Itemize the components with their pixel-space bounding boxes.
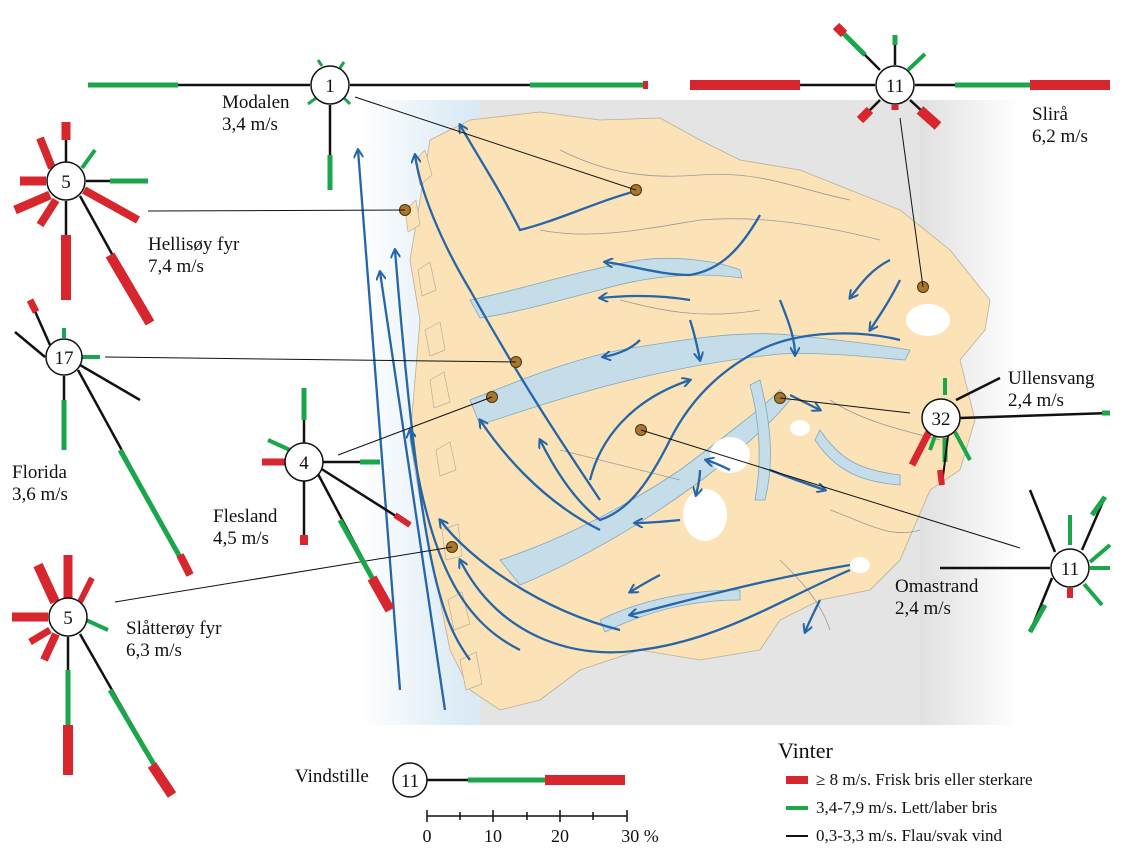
station-name: Modalen xyxy=(222,92,290,113)
scale-tick-30: 30 % xyxy=(621,826,659,846)
station-name: Flesland xyxy=(213,506,278,527)
label-florida: Florida 3,6 m/s xyxy=(12,462,68,506)
legend-calm-label: Vindstille xyxy=(295,766,369,787)
label-slatteroy: Slåtterøy fyr 6,3 m/s xyxy=(126,618,222,662)
station-name: Slåtterøy fyr xyxy=(126,618,222,639)
label-hellisoy: Hellisøy fyr 7,4 m/s xyxy=(148,234,239,278)
legend-calm-value: 11 xyxy=(401,771,419,792)
scale-tick-10: 10 xyxy=(484,826,502,846)
calm-ullensvang: 32 xyxy=(932,409,951,430)
station-speed: 6,3 m/s xyxy=(126,640,182,661)
rose-center-slira xyxy=(875,65,915,105)
station-speed: 2,4 m/s xyxy=(895,598,951,619)
rose-center-slatteroy xyxy=(48,597,88,637)
calm-slira: 11 xyxy=(886,76,904,97)
legend-swatch-red xyxy=(786,776,808,784)
station-points xyxy=(399,184,929,553)
calm-modalen: 1 xyxy=(325,76,335,97)
wind-rose-omastrand xyxy=(940,489,1112,634)
scale-tick-0: 0 xyxy=(423,826,432,846)
legend-row-strong: ≥ 8 m/s. Frisk bris eller sterkare xyxy=(786,770,1033,790)
rose-center-hellisoy xyxy=(46,161,86,201)
calm-flesland: 4 xyxy=(299,453,309,474)
lakes xyxy=(683,304,950,573)
legend-row-light: 0,3-3,3 m/s. Flau/svak vind xyxy=(786,826,1002,846)
rose-center-florida xyxy=(45,338,83,376)
rose-centers xyxy=(45,65,1090,798)
station-speed: 3,4 m/s xyxy=(222,114,278,135)
station-name: Slirå xyxy=(1032,104,1068,125)
station-name: Florida xyxy=(12,462,67,483)
calm-omastrand: 11 xyxy=(1061,559,1079,580)
legend-label-light: 0,3-3,3 m/s. Flau/svak vind xyxy=(816,826,1003,845)
wind-rose-slatteroy xyxy=(12,555,177,798)
label-ullensvang: Ullensvang 2,4 m/s xyxy=(1008,368,1095,412)
rose-center-omastrand xyxy=(1050,548,1090,588)
leader-lines xyxy=(104,96,1021,603)
station-speed: 4,5 m/s xyxy=(213,528,269,549)
station-name: Ullensvang xyxy=(1008,368,1095,389)
station-speed: 6,2 m/s xyxy=(1032,126,1088,147)
rose-center-ullensvang xyxy=(921,398,961,438)
calm-slatteroy: 5 xyxy=(63,608,73,629)
legend-swatch-green xyxy=(786,806,808,810)
wind-rose-ullensvang xyxy=(908,376,1111,486)
rivers xyxy=(539,149,941,631)
wind-rose-hellisoy xyxy=(13,122,155,326)
calm-values: 1 11 5 17 4 32 11 5 11 xyxy=(55,76,1080,792)
scale-bar xyxy=(426,810,628,822)
station-speed: 7,4 m/s xyxy=(148,256,204,277)
rose-center-flesland xyxy=(284,442,324,482)
calm-florida: 17 xyxy=(55,348,74,369)
station-speed: 3,6 m/s xyxy=(12,484,68,505)
label-modalen: Modalen 3,4 m/s xyxy=(222,92,290,136)
station-speed: 2,4 m/s xyxy=(1008,390,1064,411)
wind-flow-arrows xyxy=(358,125,902,711)
legend-label-strong: ≥ 8 m/s. Frisk bris eller sterkare xyxy=(816,770,1033,789)
scale-labels: 0 10 20 30 % xyxy=(423,826,659,846)
legend-swatch-black xyxy=(786,835,808,837)
label-omastrand: Omastrand 2,4 m/s xyxy=(895,576,978,620)
legend-row-moderate: 3,4-7,9 m/s. Lett/laber bris xyxy=(786,798,997,818)
wind-rose-modalen xyxy=(88,59,648,190)
scale-tick-20: 20 xyxy=(551,826,569,846)
label-slira: Slirå 6,2 m/s xyxy=(1032,104,1088,148)
station-name: Hellisøy fyr xyxy=(148,234,240,255)
rose-center-modalen xyxy=(310,65,350,105)
wind-rose-slira xyxy=(690,22,1110,130)
calm-hellisoy: 5 xyxy=(61,172,71,193)
legend-title: Vinter xyxy=(778,738,833,763)
label-flesland: Flesland 4,5 m/s xyxy=(213,506,277,550)
legend-label-moderate: 3,4-7,9 m/s. Lett/laber bris xyxy=(816,798,998,817)
station-name: Omastrand xyxy=(895,576,979,597)
wind-rose-flesland xyxy=(262,388,412,613)
wind-rose-florida xyxy=(14,298,194,577)
